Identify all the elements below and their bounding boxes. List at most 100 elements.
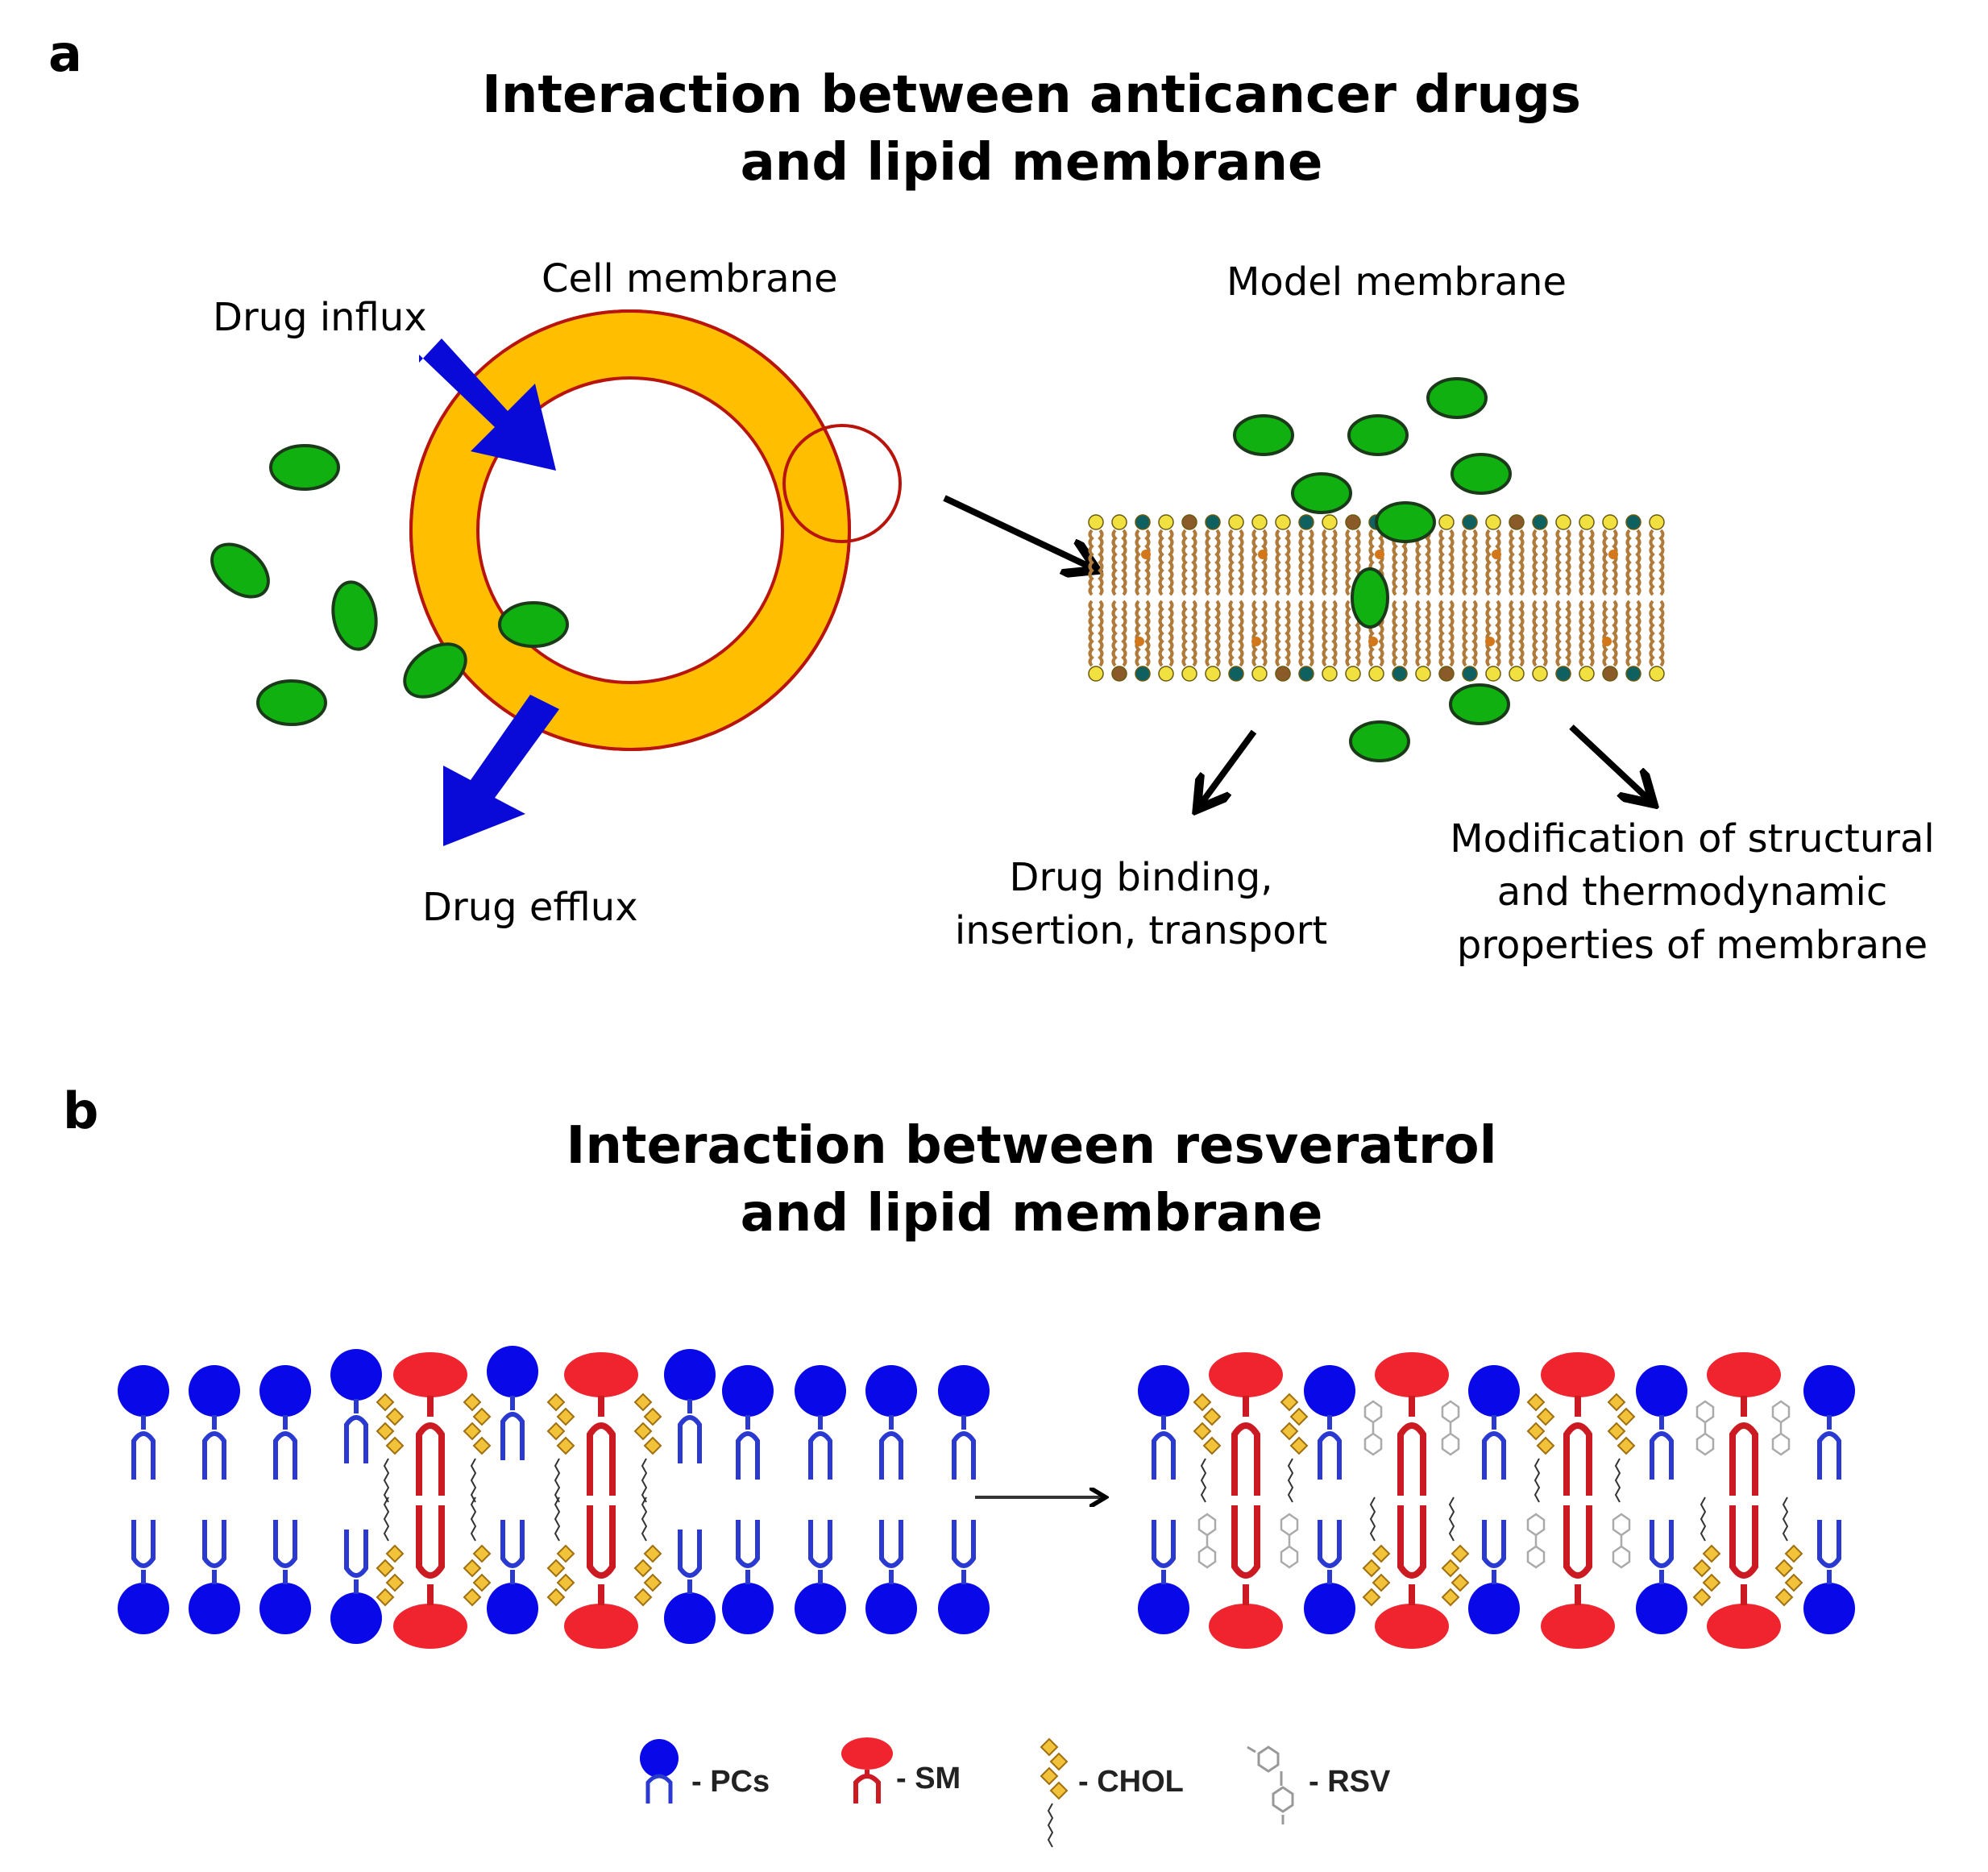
chol-ring — [1536, 1407, 1555, 1426]
chol-ring — [1049, 1752, 1069, 1771]
chol-ring — [1702, 1573, 1721, 1592]
chol-ring — [463, 1588, 482, 1607]
lipid-tail — [1485, 600, 1492, 667]
panel-a-title-line2: and lipid membrane — [740, 133, 1323, 193]
rsv-molecule — [1526, 1513, 1546, 1569]
chol-ring — [1280, 1422, 1299, 1441]
chol-ring — [1526, 1422, 1546, 1441]
lipid-head — [1462, 666, 1478, 682]
legend-sm-label: - SM — [896, 1762, 961, 1795]
legend-pc-icon — [640, 1739, 679, 1804]
lipid-head — [1392, 666, 1408, 682]
chol-ring — [643, 1407, 662, 1426]
lipid-tail — [1448, 529, 1455, 596]
lipid-tail — [1135, 600, 1141, 667]
chol-ring — [1617, 1436, 1636, 1455]
pc-head — [259, 1583, 311, 1634]
lipid-tail — [1635, 600, 1641, 667]
chol-ring — [1784, 1544, 1803, 1563]
lipid-tail — [1261, 529, 1268, 596]
chol-tail — [1287, 1458, 1294, 1503]
sm-tail — [1563, 1422, 1592, 1496]
chol-ring — [1607, 1393, 1626, 1412]
chol-ring — [472, 1436, 492, 1455]
pc-head — [722, 1583, 774, 1634]
lipid-tail — [1308, 529, 1314, 596]
lipid-head — [1649, 666, 1665, 682]
legend-chol-label: - CHOL — [1078, 1765, 1184, 1799]
lipid-head — [1088, 666, 1104, 682]
chol-ring — [1774, 1559, 1794, 1578]
lipid-head — [1298, 666, 1314, 682]
chol-ring — [1202, 1436, 1222, 1455]
pc-tail — [202, 1431, 226, 1480]
chol-ring — [643, 1436, 662, 1455]
lipid-tail — [1135, 529, 1141, 596]
lipid-tail — [1261, 600, 1268, 667]
pc-tail — [1650, 1520, 1674, 1568]
chol-tail — [1614, 1458, 1621, 1503]
lipid-tail — [1565, 600, 1571, 667]
lipid-tail — [1471, 600, 1478, 667]
chol-ring — [376, 1393, 395, 1412]
model-membrane-bilayer — [1088, 514, 1665, 682]
lipid-head — [1345, 666, 1361, 682]
lipid-tail — [1285, 600, 1291, 667]
pc-tail — [1482, 1431, 1506, 1480]
lipid-tail — [1425, 529, 1431, 596]
panel-a-title-line1: Interaction between anticancer drugs — [482, 65, 1581, 125]
lipid-tail — [1331, 529, 1338, 596]
lipid-tail — [1495, 529, 1501, 596]
chol-ring — [463, 1559, 482, 1578]
lipid-head — [1438, 666, 1455, 682]
cholesterol-mark — [1368, 637, 1378, 646]
pc-head — [795, 1365, 846, 1417]
lipid-tail — [1448, 600, 1455, 667]
sm-tail — [587, 1422, 616, 1496]
pc-head — [1138, 1365, 1189, 1417]
lipid-tail — [1588, 529, 1595, 596]
lipid-tail — [1238, 529, 1244, 596]
outcome-left-line2: insertion, transport — [954, 908, 1328, 953]
chol-tail — [1782, 1496, 1789, 1542]
pc-head — [1304, 1365, 1355, 1417]
lipid-tail — [1298, 600, 1305, 667]
lipid-head — [1322, 514, 1338, 530]
panel-a-title: Interaction between anticancer drugs and… — [242, 61, 1821, 197]
lipid-tail — [1181, 529, 1188, 596]
pc-head — [1304, 1583, 1355, 1634]
rsv-molecule — [1441, 1400, 1460, 1456]
cholesterol-mark — [1602, 637, 1612, 646]
pc-head — [938, 1583, 990, 1634]
lipid-head — [1579, 514, 1595, 530]
lipid-tail — [1238, 600, 1244, 667]
lipid-head — [1111, 514, 1127, 530]
pc-tail — [1152, 1431, 1176, 1480]
panel-a-letter: a — [48, 24, 82, 83]
lipid-tail — [1542, 600, 1548, 667]
lipid-tail — [1518, 529, 1525, 596]
lipid-head — [1625, 514, 1641, 530]
sm-head — [1707, 1352, 1781, 1397]
sm-tail — [1231, 1422, 1260, 1496]
chol-tail — [1200, 1458, 1207, 1503]
chol-ring — [1451, 1544, 1470, 1563]
legend-sm-icon — [841, 1737, 893, 1804]
cholesterol-mark — [1135, 637, 1144, 646]
pc-tail — [1817, 1431, 1841, 1480]
lipid-tail — [1205, 600, 1211, 667]
lipid-tail — [1485, 529, 1492, 596]
lipid-head — [1415, 666, 1431, 682]
lipid-tail — [1542, 529, 1548, 596]
pc-head — [487, 1346, 538, 1397]
sm-head — [564, 1604, 638, 1649]
chol-ring — [546, 1588, 566, 1607]
pc-head — [722, 1365, 774, 1417]
sm-head — [564, 1352, 638, 1397]
pc-head — [118, 1583, 169, 1634]
chol-ring — [376, 1422, 395, 1441]
pc-tail — [952, 1431, 976, 1480]
chol-ring — [633, 1422, 653, 1441]
lipid-tail — [1144, 529, 1151, 596]
lipid-tail — [1555, 529, 1562, 596]
